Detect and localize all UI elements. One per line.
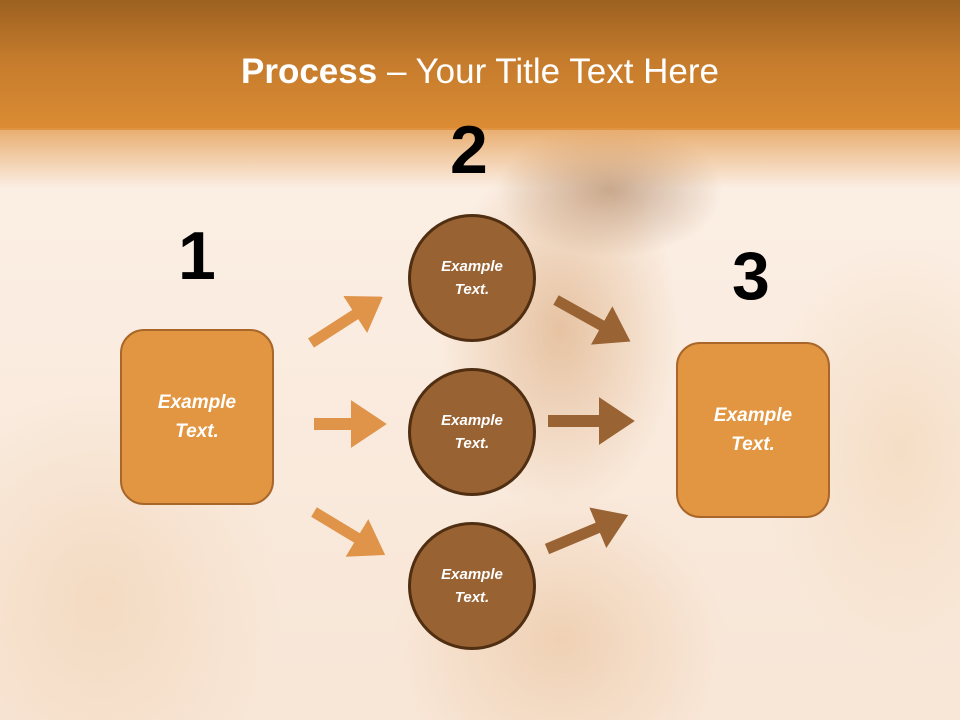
arrow-right-up-dark-icon [544, 507, 629, 555]
title-rest: – Your Title Text Here [377, 52, 719, 91]
circle-top-line2: Text. [454, 281, 490, 298]
circle-middle-line2: Text. [454, 435, 490, 452]
banner-fade [0, 128, 960, 188]
circle-top-line1: Example [441, 258, 503, 275]
step-1-text-line1: Example [157, 392, 237, 413]
step-number-2: 2 [450, 112, 488, 188]
circle-bottom-line2: Text. [454, 589, 490, 606]
title-banner [0, 0, 960, 130]
circle-middle-line1: Example [441, 412, 503, 429]
slide-title: Process – Your Title Text Here [0, 52, 960, 92]
arrow-right-down-icon [311, 507, 386, 557]
arrow-right-up-icon [308, 296, 383, 348]
step-1-text-line2: Text. [175, 421, 219, 442]
step-number-1: 1 [178, 218, 216, 294]
step-3-text-line2: Text. [731, 434, 775, 455]
circle-bottom-line1: Example [441, 566, 503, 583]
step-number-3: 3 [732, 238, 770, 314]
step-3-text-line1: Example [713, 405, 793, 426]
arrow-right-down-dark-icon [553, 295, 631, 345]
title-bold: Process [241, 52, 378, 91]
